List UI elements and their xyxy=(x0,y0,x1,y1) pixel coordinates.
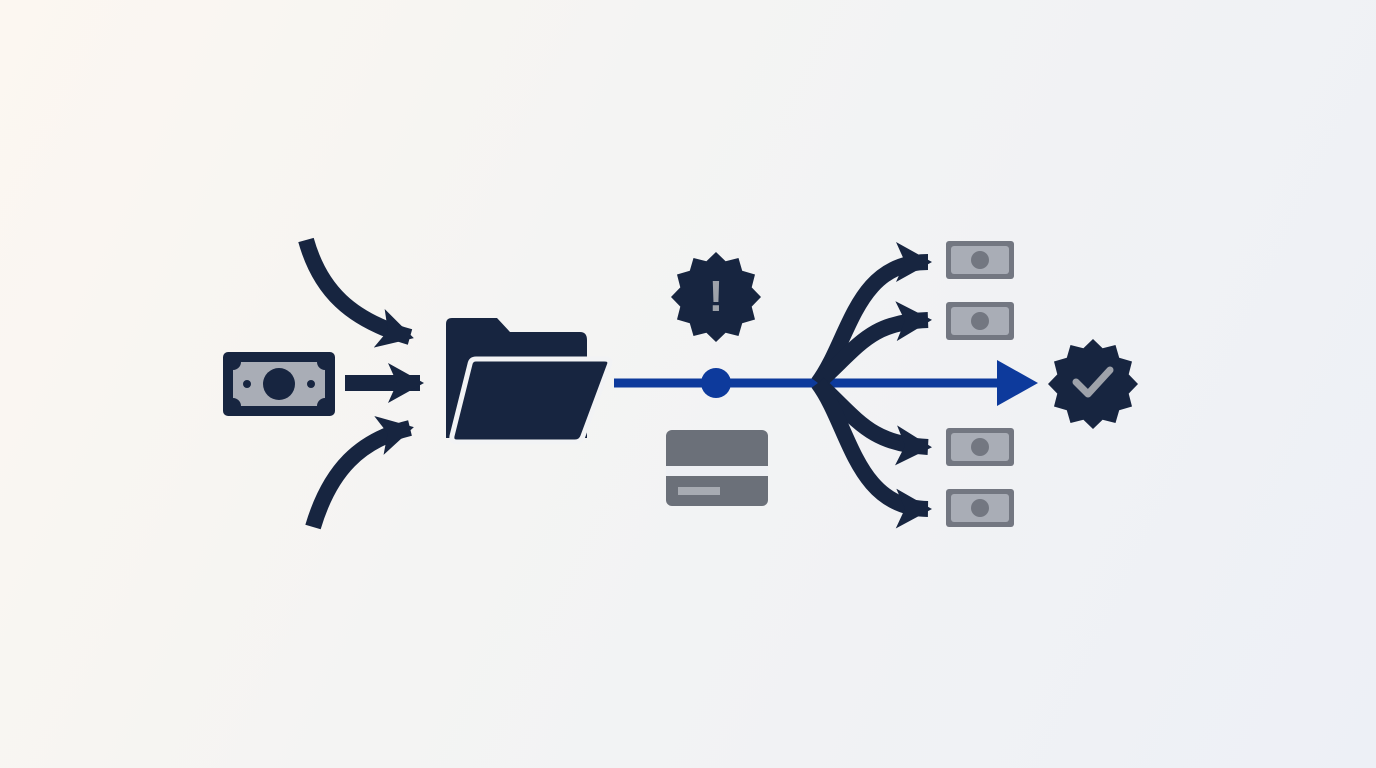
banknote-icon xyxy=(946,428,1014,466)
alert-badge-icon: ! xyxy=(671,252,761,342)
check-mark xyxy=(1072,366,1114,398)
branch-arrow-4 xyxy=(811,378,932,529)
outgoing-branches xyxy=(811,242,932,529)
incoming-arrow-bottom xyxy=(305,416,414,530)
check-badge-icon xyxy=(1048,339,1138,429)
alert-symbol: ! xyxy=(709,272,724,321)
credit-card-icon xyxy=(666,430,768,506)
incoming-arrows xyxy=(298,237,424,530)
source-banknote-icon xyxy=(223,352,335,416)
banknote-icon xyxy=(946,241,1014,279)
incoming-arrow-top xyxy=(298,237,414,348)
outgoing-banknotes xyxy=(946,241,1014,527)
banknote-icon xyxy=(946,489,1014,527)
main-flow-line xyxy=(614,360,1038,406)
branch-arrow-2 xyxy=(812,301,932,389)
banknote-icon xyxy=(946,302,1014,340)
folder-icon xyxy=(446,318,613,445)
flow-node xyxy=(701,368,731,398)
